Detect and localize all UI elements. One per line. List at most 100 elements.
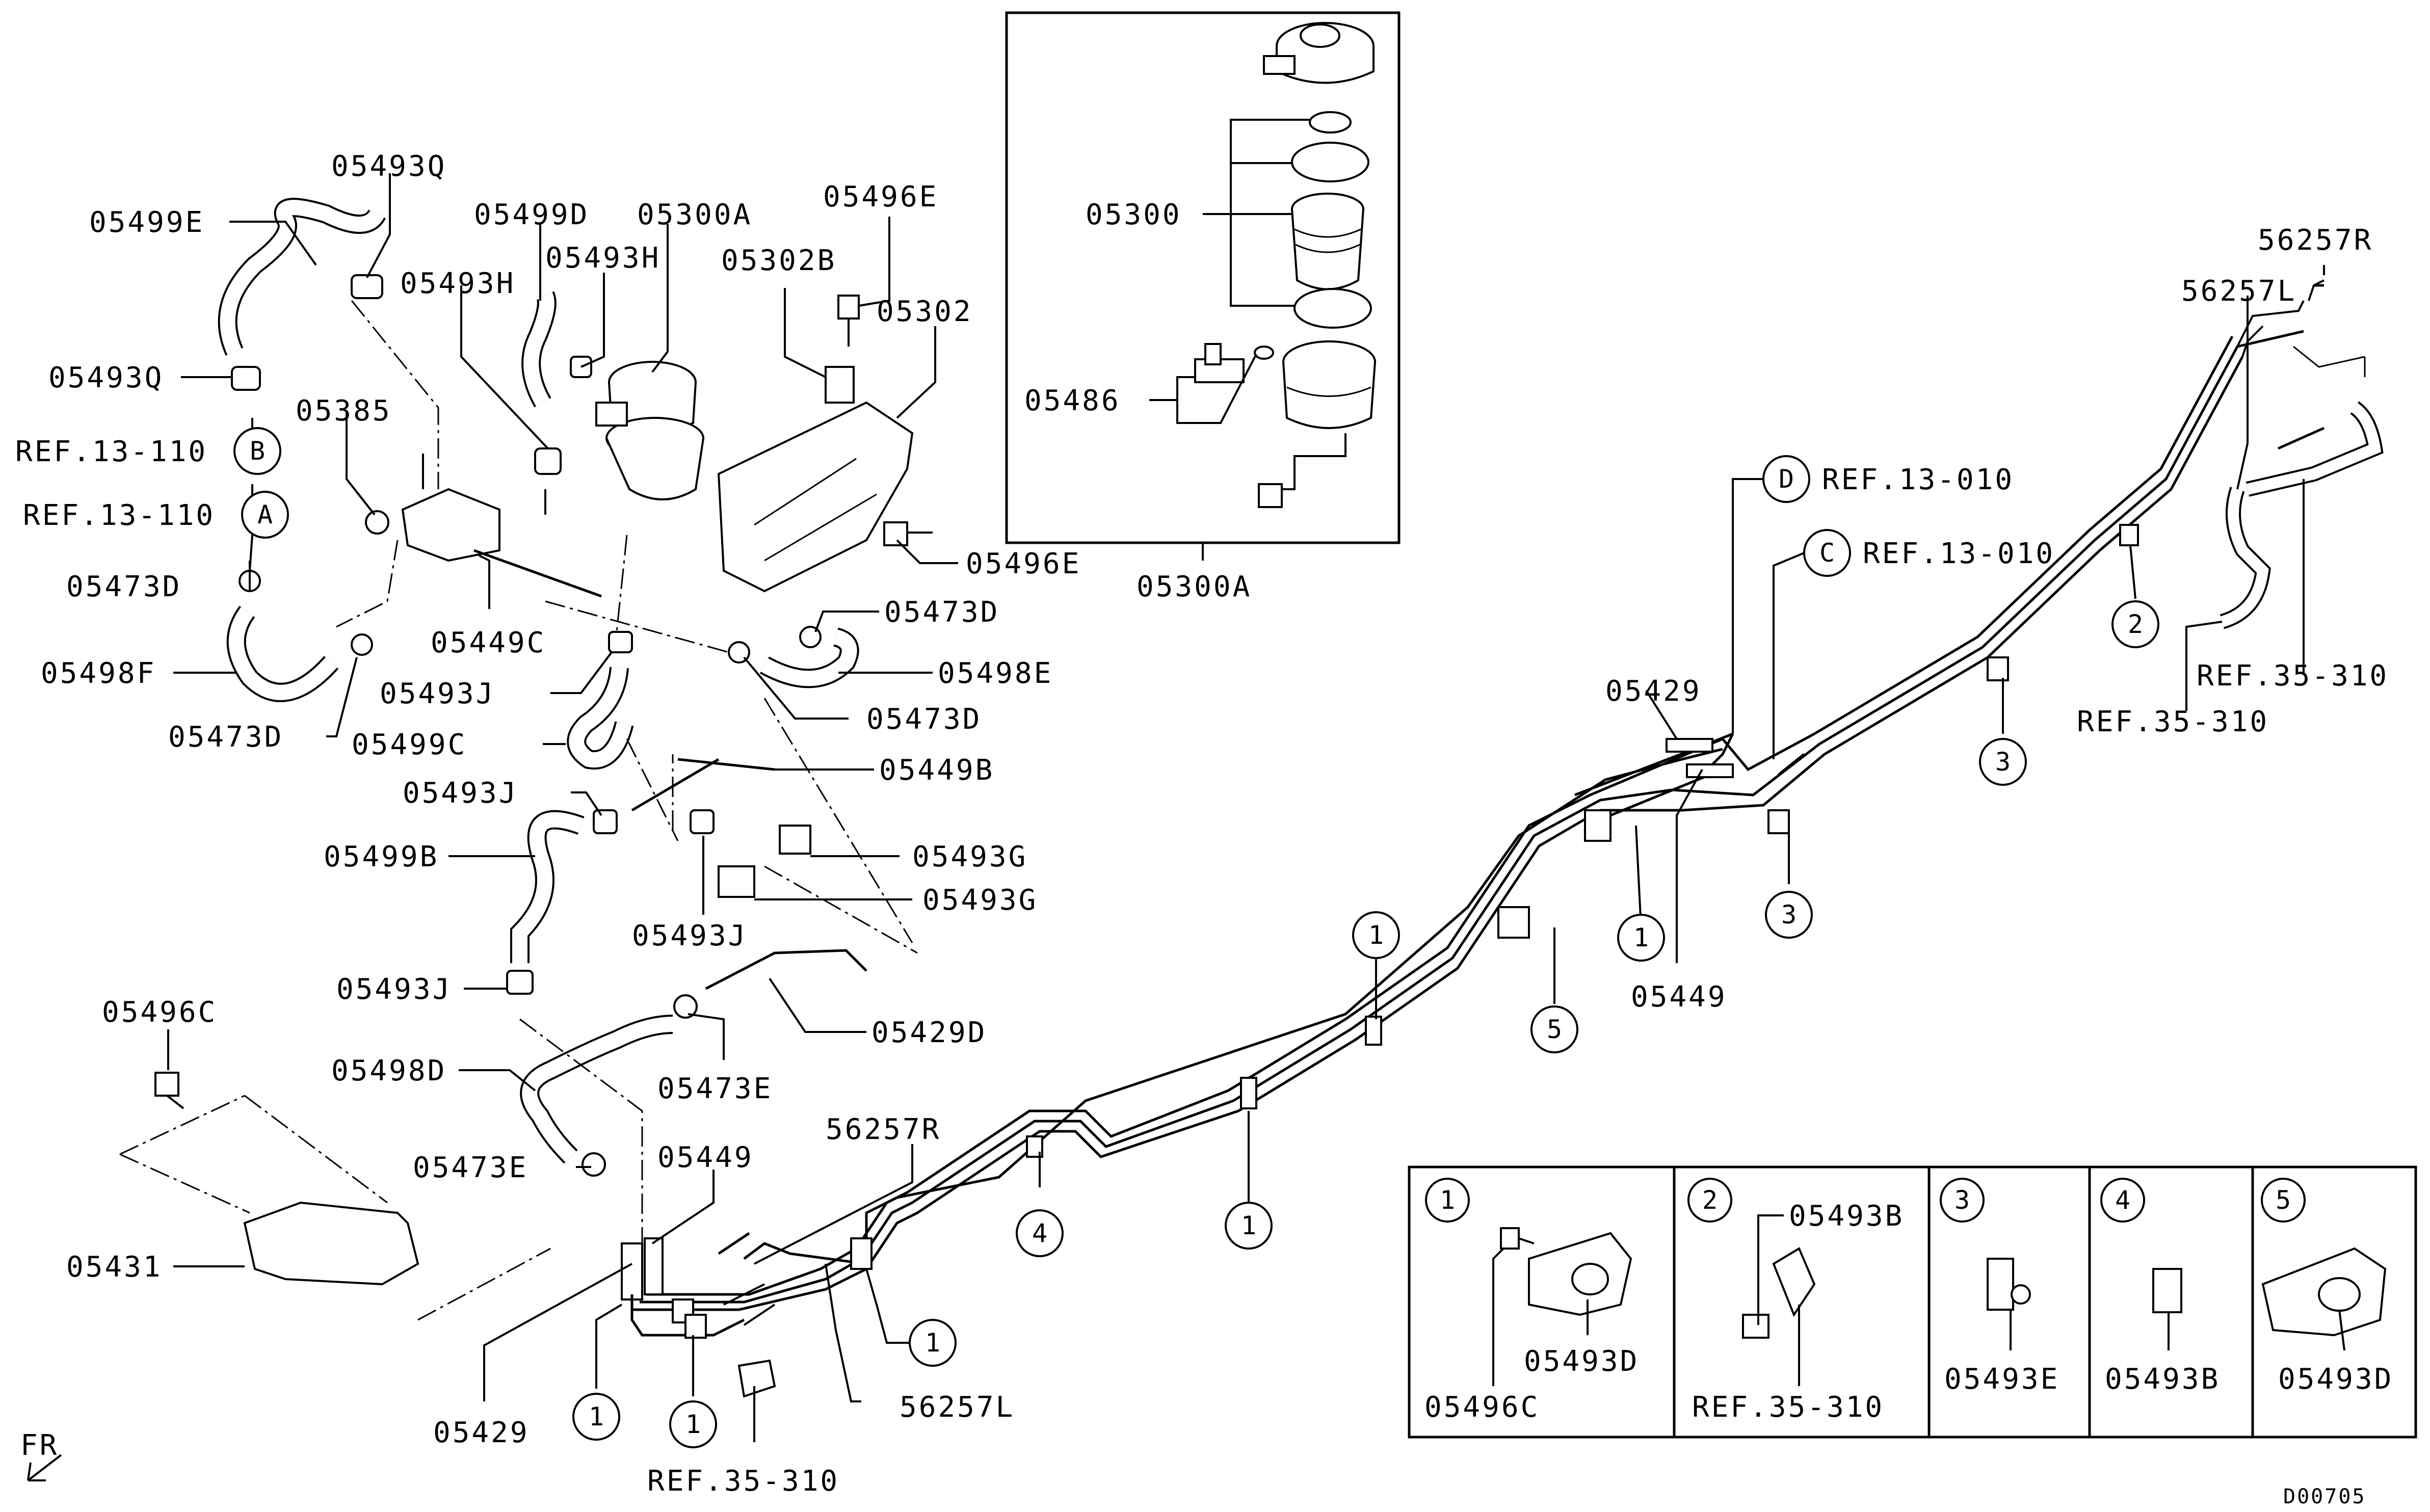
connector-05385 <box>365 510 389 535</box>
clamp-05493j-mid <box>593 809 618 834</box>
legend-cell-1-part-2: 05493D <box>1524 1345 1639 1378</box>
callout-5: 5 <box>1547 1015 1562 1044</box>
label-05499c: 05499C <box>352 728 467 761</box>
filter-o-ring-upper <box>1291 142 1369 182</box>
marker-d: D <box>1779 464 1794 494</box>
callout-4: 4 <box>1032 1218 1047 1248</box>
clamp-05493h-lower <box>534 447 562 475</box>
label-05473d-center: 05473D <box>866 703 982 736</box>
filter-inset <box>1005 11 1401 561</box>
label-05300a-top: 05300A <box>637 198 752 231</box>
drawing-code: D00705 <box>2283 1485 2366 1508</box>
bolt-05496e-upper <box>837 295 860 347</box>
label-05499e: 05499E <box>89 206 204 239</box>
callout-2: 2 <box>2128 609 2143 639</box>
filter-o-ring-lower <box>1293 288 1372 329</box>
clip-1-a <box>1365 1016 1382 1046</box>
marker-c: C <box>1819 538 1835 568</box>
leader-lines <box>167 173 2325 1442</box>
clip-1-b <box>1240 1077 1257 1109</box>
legend-clip-05493b <box>1772 1247 1816 1317</box>
line-end-left-b <box>644 1237 664 1295</box>
callout-3-a: 3 <box>1995 747 2011 777</box>
ref-13-110-a: REF.13-110 <box>23 499 215 532</box>
label-05493j-right: 05493J <box>632 919 747 952</box>
callout-1-f: 1 <box>685 1410 701 1439</box>
clamp-05493j-right <box>690 809 715 834</box>
ref-13-010-c: REF.13-010 <box>1863 537 2055 570</box>
clip-ref-35-310-lower <box>737 1359 776 1398</box>
legend-clip-05493e <box>1987 1258 2014 1311</box>
label-05473e-upper: 05473E <box>657 1072 773 1105</box>
callout-group: 1 1 1 1 1 1 2 3 3 4 5 <box>572 600 2159 1448</box>
marker-a: A <box>257 500 273 529</box>
label-05431: 05431 <box>66 1251 163 1284</box>
label-05498f: 05498F <box>41 657 156 690</box>
label-05493q-top: 05493Q <box>331 150 446 183</box>
part-label-group: 05499E 05493Q 05499D 05300A 05496E 05493… <box>41 150 2371 1449</box>
clip-3-a <box>1767 809 1790 834</box>
reference-label-group: REF.13-110 REF.13-110 REF.13-010 REF.13-… <box>15 435 2389 1498</box>
line-end-left-a <box>621 1242 643 1301</box>
legend-cell-1-part-1: 05496C <box>1424 1391 1540 1424</box>
label-05300a-inset: 05300A <box>1137 570 1252 603</box>
clip-1-d <box>850 1237 873 1270</box>
ref-35-310-right-lower: REF.35-310 <box>2077 705 2269 738</box>
pipe-05429d <box>705 949 867 990</box>
label-05493j-top: 05493J <box>380 677 495 710</box>
main-fuel-lines <box>621 279 2384 1398</box>
label-05486: 05486 <box>1024 384 1121 417</box>
clamp-05493j-bottom <box>506 970 534 995</box>
filter-bowl-part <box>1258 340 1376 508</box>
label-05498e: 05498E <box>938 657 1053 690</box>
clip-1-c <box>1584 809 1612 842</box>
callout-3-b: 3 <box>1781 900 1797 930</box>
label-05493h-right: 05493H <box>545 242 661 275</box>
line-end-05449 <box>1686 763 1734 778</box>
front-direction-label: FR <box>20 1429 59 1462</box>
label-05473d-left: 05473D <box>66 570 181 603</box>
bolt-05496c <box>154 1072 184 1109</box>
label-05493h-left: 05493H <box>400 267 515 300</box>
filter-washer-part <box>1309 111 1352 134</box>
label-05473e-lower: 05473E <box>413 1151 528 1184</box>
label-56257r-lower: 56257R <box>826 1113 941 1146</box>
valve-block-05449c <box>401 454 602 598</box>
label-05429-upper: 05429 <box>1605 675 1702 708</box>
ref-13-010-d: REF.13-010 <box>1822 463 2014 496</box>
label-05300: 05300 <box>1086 198 1182 231</box>
label-05473d-right: 05473D <box>884 596 999 629</box>
filter-element-part <box>1291 193 1364 290</box>
legend-clip-05493b-foot <box>1742 1314 1769 1339</box>
pipe-05449b <box>631 758 775 812</box>
ref-13-110-b: REF.13-110 <box>15 435 207 468</box>
filter-sensor-part <box>1194 343 1274 383</box>
label-56257l-lower: 56257L <box>900 1391 1015 1424</box>
bracket-05431 <box>243 1201 419 1286</box>
clip-2 <box>2119 524 2139 546</box>
label-05429-lower: 05429 <box>433 1416 530 1449</box>
front-direction-indicator: FR <box>20 1429 62 1481</box>
ref-35-310-right-upper: REF.35-310 <box>2197 659 2389 693</box>
sensor-bracket <box>1176 354 1257 424</box>
label-05302b: 05302B <box>721 244 836 277</box>
label-05496e-lower: 05496E <box>966 547 1081 580</box>
clip-5 <box>1497 906 1530 939</box>
clip-3-b <box>1987 656 2009 681</box>
upper-hoses <box>119 198 933 1321</box>
label-05449-lower: 05449 <box>657 1141 754 1174</box>
label-05493q-left: 05493Q <box>48 361 164 394</box>
label-05302: 05302 <box>877 295 973 328</box>
label-05493g-lower: 05493G <box>922 884 1038 917</box>
marker-b: B <box>250 436 265 466</box>
legend-cell-4-number: 4 <box>2115 1185 2130 1215</box>
filter-assembly-05300a <box>595 361 704 500</box>
clamp-05473d-hose-e <box>799 626 822 648</box>
clip-05493g-upper <box>779 825 811 855</box>
label-05473d-lower: 05473D <box>168 721 283 754</box>
legend-bolt-part <box>1500 1227 1520 1250</box>
legend-frame <box>1408 1165 2417 1439</box>
clamp-05473e-upper <box>673 994 698 1019</box>
filter-head-part <box>1263 22 1375 84</box>
